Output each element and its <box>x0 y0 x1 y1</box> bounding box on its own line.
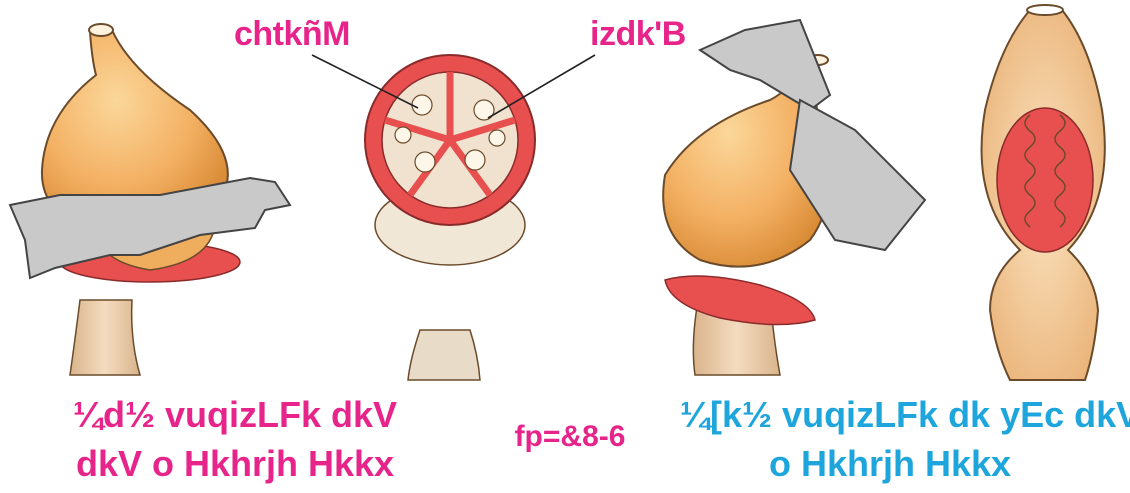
caption-center: fp=&8-6 <box>490 413 650 461</box>
cross-section-disc <box>365 55 535 380</box>
label-left: chtkñM <box>234 15 350 54</box>
caption-right-line1: ¼[k½ vuqizLFk dk yEc dkV <box>680 391 1100 439</box>
label-right: izdk'B <box>590 15 686 54</box>
caption-right-line2: o Hkhrjh Hkkx <box>680 440 1100 488</box>
caption-left-line1: ¼d½ vuqizLFk dkV <box>70 391 400 439</box>
caption-left-line2: dkV o Hkhrjh Hkkx <box>70 440 400 488</box>
longitudinal-section <box>982 5 1105 380</box>
